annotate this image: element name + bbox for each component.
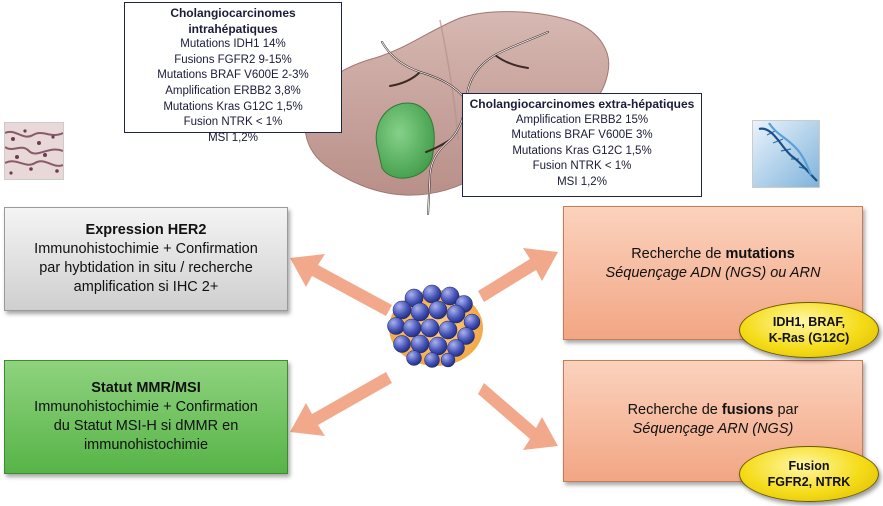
intrahepatic-line: Mutations Kras G12C 1,5% [163, 100, 303, 113]
tumor-cell-cluster [387, 284, 483, 368]
extrahepatic-line: Fusion NTRK < 1% [532, 160, 632, 173]
extrahepatic-title: Cholangiocarcinomes extra-hépatiques [469, 97, 695, 111]
intrahepatic-info-box: Cholangiocarcinomes intrahépatiques Muta… [124, 2, 342, 144]
mutations-genes-oval: IDH1, BRAF, K-Ras (G12C) [739, 302, 879, 358]
dna-helix-thumbnail [752, 120, 820, 188]
liver-illustration [304, 11, 610, 215]
arrow-left-lower [290, 372, 392, 436]
extrahepatic-line: MSI 1,2% [557, 175, 607, 188]
mmr-msi-panel: Statut MMR/MSI Immunohistochimie + Confi… [4, 360, 288, 474]
intrahepatic-line: Mutations BRAF V600E 2-3% [157, 69, 309, 82]
mmr-text-line: du Statut MSI-H si dMMR en [53, 418, 239, 434]
her2-text-line: amplification si IHC 2+ [73, 279, 219, 295]
mmr-text-line: Immunohistochimie + Confirmation [34, 399, 258, 415]
her2-text-line: par hybtidation in situ / recherche [39, 260, 253, 276]
arrow-left-upper [290, 254, 392, 316]
intrahepatic-line: Fusion NTRK < 1% [183, 116, 283, 129]
mutations-panel: Recherche de mutations Séquençage ADN (N… [563, 206, 863, 340]
mutations-genes-line: K-Ras (G12C) [768, 331, 850, 345]
mutations-genes-line: IDH1, BRAF, [772, 315, 846, 329]
mmr-text-line: immunohistochimie [83, 437, 209, 453]
extrahepatic-line: Amplification ERBB2 15% [515, 113, 649, 126]
intrahepatic-title: Cholangiocarcinomes intrahépatiques [170, 6, 296, 36]
mutations-keyword: mutations [725, 246, 795, 262]
intrahepatic-line: Amplification ERBB2 3,8% [165, 84, 301, 97]
intrahepatic-line: Fusions FGFR2 9-15% [174, 53, 292, 66]
gallbladder [375, 102, 435, 179]
histology-thumbnail [4, 122, 64, 180]
fusions-suffix: par [773, 402, 799, 418]
her2-text-line: Immunohistochimie + Confirmation [34, 241, 258, 257]
fusions-prefix: Recherche de [627, 402, 722, 418]
arrow-right-upper [478, 248, 558, 302]
fusions-genes-line: Fusion [788, 459, 830, 473]
arrow-right-lower [478, 383, 558, 450]
mutations-heading: Recherche de mutations [564, 245, 862, 264]
mutations-method: Séquençage ADN (NGS) ou ARN [605, 265, 821, 281]
mmr-title: Statut MMR/MSI [91, 380, 201, 396]
intrahepatic-line: MSI 1,2% [208, 131, 258, 144]
fusions-genes-oval: Fusion FGFR2, NTRK [739, 446, 879, 502]
extrahepatic-line: Mutations BRAF V600E 3% [511, 129, 653, 142]
fusions-genes-line: FGFR2, NTRK [767, 475, 851, 489]
intrahepatic-line: Mutations IDH1 14% [180, 38, 286, 51]
mutations-prefix: Recherche de [631, 246, 726, 262]
extrahepatic-line: Mutations Kras G12C 1,5% [512, 144, 652, 157]
fusions-keyword: fusions [721, 402, 774, 418]
fusions-heading: Recherche de fusions par [564, 401, 862, 420]
her2-title: Expression HER2 [85, 222, 207, 238]
her2-panel: Expression HER2 Immunohistochimie + Conf… [4, 207, 288, 311]
fusions-method: Séquençage ARN (NGS) [632, 421, 794, 437]
extrahepatic-info-box: Cholangiocarcinomes extra-hépatiques Amp… [462, 93, 702, 197]
